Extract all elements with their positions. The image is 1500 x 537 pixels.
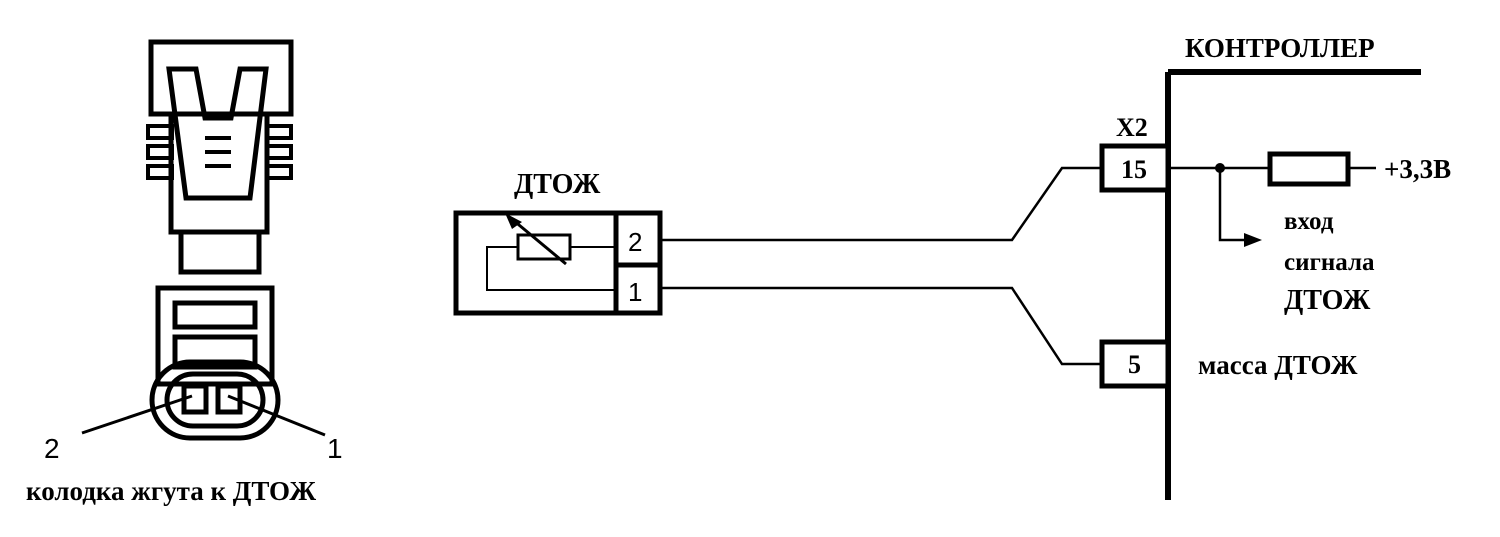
harness-block bbox=[155, 285, 275, 387]
connector-caption: колодка жгута к ДТОЖ bbox=[26, 476, 316, 506]
controller-pin-5-label: 5 bbox=[1128, 350, 1141, 379]
supply-voltage-label: +3,3В bbox=[1384, 154, 1451, 184]
wire-ground bbox=[660, 286, 1102, 366]
sensor-internal-wire-return bbox=[486, 246, 616, 291]
ground-label: масса ДТОЖ bbox=[1198, 350, 1358, 380]
plug-stem bbox=[178, 229, 262, 275]
thermistor-arrow-head bbox=[505, 213, 522, 229]
harness-face-outer bbox=[149, 359, 281, 441]
harness-slot-bottom bbox=[172, 334, 258, 370]
connector-drawing bbox=[81, 39, 326, 441]
controller-pin-5-box bbox=[1099, 339, 1171, 389]
sensor-pin-1-label: 1 bbox=[628, 277, 642, 307]
signal-input-wire bbox=[1218, 168, 1248, 242]
sensor-pin-2-label: 2 bbox=[628, 227, 642, 257]
plug-inner-shape bbox=[166, 66, 269, 201]
wires bbox=[660, 166, 1102, 366]
wire-signal bbox=[660, 166, 1102, 242]
connector-pin-1-label: 1 bbox=[327, 433, 343, 464]
sensor-title: ДТОЖ bbox=[514, 169, 601, 200]
controller-pins bbox=[1099, 143, 1171, 389]
harness-pin-1 bbox=[215, 383, 243, 415]
signal-input-label-line3: ДТОЖ bbox=[1284, 285, 1371, 316]
harness-face-inner bbox=[164, 371, 266, 429]
signal-input-label-line1: вход bbox=[1284, 208, 1334, 235]
controller-pin-15-label: 15 bbox=[1121, 155, 1147, 184]
sensor-symbol bbox=[453, 210, 663, 316]
pullup-resistor-icon bbox=[1267, 151, 1351, 187]
harness-slot-top bbox=[172, 300, 258, 330]
leader-line-pin-2 bbox=[81, 394, 193, 435]
junction-dot bbox=[1215, 163, 1225, 173]
connector-pin-2-label: 2 bbox=[44, 433, 60, 464]
controller-connector-label: X2 bbox=[1116, 113, 1148, 142]
thermistor-arrow-line bbox=[512, 218, 567, 266]
signal-input-arrow bbox=[1244, 233, 1262, 247]
controller-title: КОНТРОЛЛЕР bbox=[1185, 33, 1375, 63]
pullup-circuit bbox=[1168, 151, 1376, 242]
controller-body bbox=[1165, 69, 1421, 500]
leader-line-pin-1 bbox=[227, 394, 326, 437]
signal-input-label-line2: сигнала bbox=[1284, 249, 1375, 276]
plug-fins bbox=[146, 124, 293, 180]
